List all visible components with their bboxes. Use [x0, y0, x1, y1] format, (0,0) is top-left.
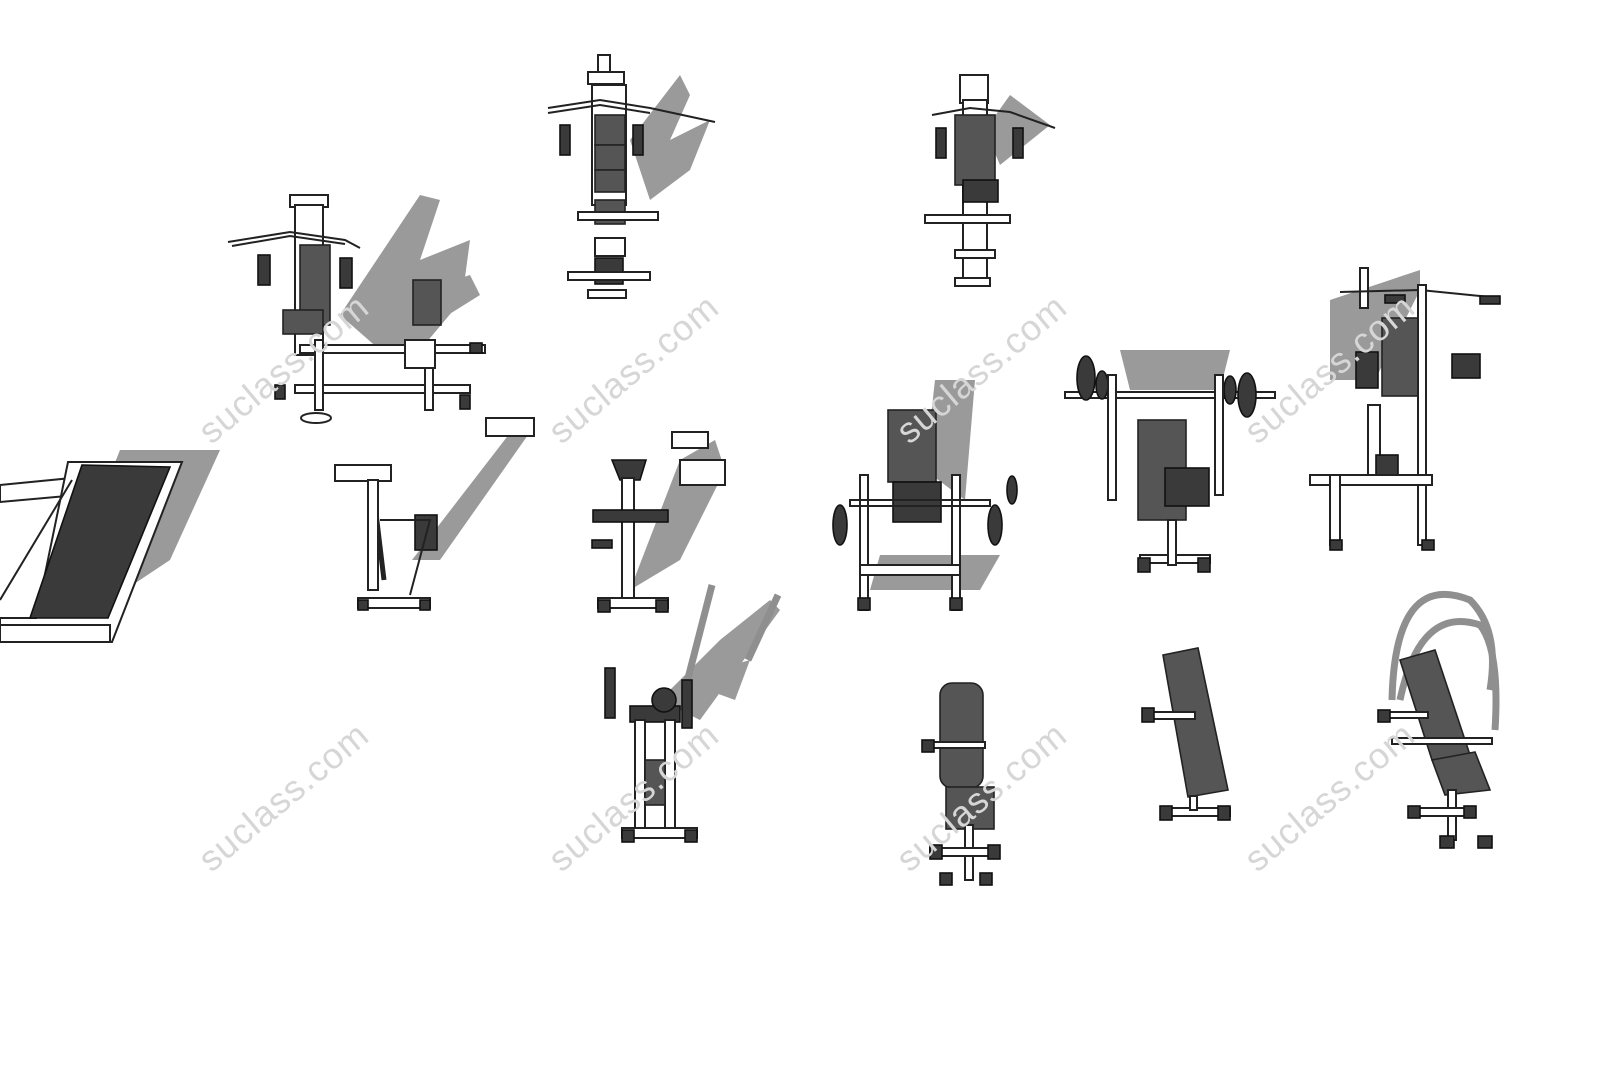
- dip-station: [1309, 267, 1501, 551]
- weight-bench-with-barbell: [1064, 350, 1276, 573]
- exercise-bike: [591, 431, 726, 613]
- elliptical-trainer: [604, 584, 782, 843]
- flat-bench: [1141, 647, 1231, 821]
- ab-bench-with-arches: [1377, 590, 1500, 849]
- multi-station-home-gym: [227, 194, 486, 424]
- cable-press-station: [547, 54, 716, 299]
- rowing-bike: [334, 417, 535, 611]
- leg-press-chair: [832, 380, 1018, 611]
- treadmill: [0, 450, 220, 644]
- chest-press-machine: [924, 74, 1056, 287]
- adjustable-bench: [921, 682, 1001, 886]
